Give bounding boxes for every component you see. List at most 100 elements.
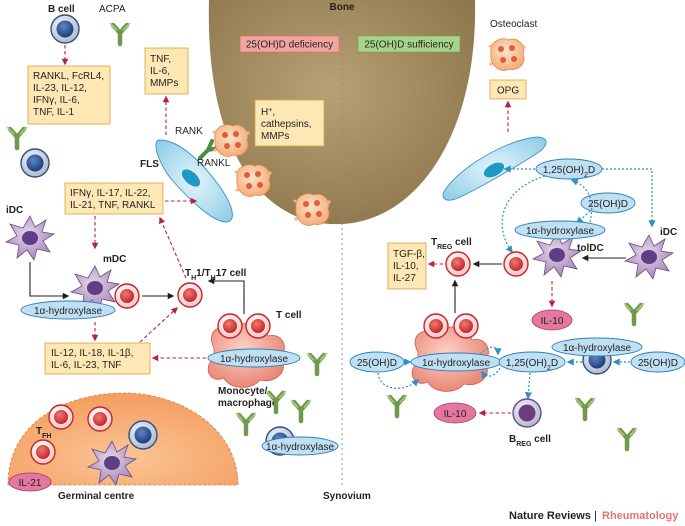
vitd-125-bottom-label: 1,25(OH)2D (506, 358, 558, 372)
arrow-125-to-breg (524, 372, 533, 400)
antibody-left-4 (292, 401, 311, 422)
arrow-125-to-macro (481, 367, 501, 379)
fls-products-text: TNF, IL-6, MMPs (150, 54, 178, 89)
macro-left-tcell-1 (217, 313, 243, 339)
th1-th17-label: TH1/TH17 cell (185, 268, 246, 282)
vitd-25-left (349, 351, 405, 373)
arrow-vitd-to-idc (602, 168, 656, 228)
il21-ellipse (8, 472, 52, 492)
antibody-right-2 (388, 396, 407, 417)
toldc-cell (532, 232, 582, 278)
treg-label: TREG cell (431, 237, 472, 251)
b-cell-cytokines-text: RANKL, FcRL4, IL-23, IL-12, IFNγ, IL-6, … (33, 71, 107, 118)
t-cell-label: T cell (276, 310, 302, 321)
bottom-hydroxylase-label: 1α-hydroxylase (266, 442, 334, 453)
arrow-idc-to-mdc (29, 262, 70, 300)
breg-label: BREG cell (509, 434, 551, 448)
tfh-label: TFH (36, 426, 51, 440)
antibody-right-4 (618, 429, 637, 450)
acpa-label: ACPA (99, 4, 126, 15)
treg-products-text: TGF-β, IL-10, IL-27 (393, 249, 428, 284)
arrow-hydroxylase-25-loop (377, 372, 420, 389)
osteoclast-products-box (254, 99, 325, 147)
vitd-25-top (580, 192, 636, 214)
macro-left-hydroxylase-label: 1α-hydroxylase (220, 354, 288, 365)
vitd-25-right-label: 25(OH)D (638, 358, 678, 369)
arrow-vitd-to-treg (501, 175, 546, 254)
th1-th17-cell (177, 282, 203, 308)
breg-cell (512, 398, 542, 428)
macro-left-hydroxylase (207, 348, 301, 368)
idc-right-label: iDC (660, 227, 677, 238)
fls-products-box (144, 47, 189, 95)
t-cell-cytokines-box (64, 182, 164, 215)
vitd-125-top-label: 1,25(OH)2D (543, 165, 595, 179)
osteoclast-1 (212, 124, 251, 157)
synovium-label: Synovium (323, 491, 371, 502)
b-cell-top (50, 14, 80, 44)
gc-b-cell (128, 420, 158, 450)
arrow-macro-to-th (207, 277, 245, 314)
macro-right-hydroxylase-label: 1α-hydroxylase (422, 358, 490, 369)
osteoclast-products-text: H+, cathepsins, MMPs (261, 107, 314, 143)
mdc-t-cell (114, 283, 140, 309)
vitd-25-right (630, 351, 685, 373)
deficiency-banner (239, 35, 340, 53)
idc-left-label: iDC (6, 205, 23, 216)
vitd-25-left-label: 25(OH)D (357, 358, 397, 369)
mdc-hydroxylase-label: 1α-hydroxylase (34, 306, 102, 317)
gc-tcell-3 (30, 439, 56, 465)
idc-left-cell (5, 215, 55, 261)
fls-right-nucleus (483, 162, 505, 178)
antibody-left (8, 128, 27, 149)
gc-tcell-1 (48, 404, 74, 430)
arrow-th-to-cytokines (159, 216, 187, 279)
monocyte-macrophage-label: Monocyte/ macrophage (218, 386, 278, 409)
idc-right-cell (624, 234, 674, 280)
antibody-left-5 (237, 414, 256, 435)
antibody-right-3 (576, 399, 595, 420)
il10-breg-ellipse (433, 402, 477, 424)
osteoclast-3 (293, 193, 332, 226)
antibody-left-2 (308, 354, 327, 375)
arrow-cytokines-to-th (139, 307, 178, 343)
macro-right-tcell-2 (453, 313, 479, 339)
macrophage-cytokines-text: IL-12, IL-18, IL-1β, IL-6, IL-23, TNF (51, 348, 136, 371)
vitd-25-top-label: 25(OH)D (588, 199, 628, 210)
toldc-label: tolDC (577, 243, 604, 254)
rankl-label: RANKL (197, 158, 231, 169)
rank-label: RANK (175, 126, 203, 137)
gc-tcell-2 (87, 406, 113, 432)
opg-box (489, 79, 527, 100)
mdc-hydroxylase (20, 300, 116, 320)
arrow-hydroxylase-to-vitd (570, 178, 593, 223)
toldc-hydroxylase-label: 1α-hydroxylase (526, 226, 594, 237)
bottom-hydroxylase (261, 436, 339, 456)
fls-label: FLS (140, 159, 159, 170)
footer-journal: Nature Reviews (509, 510, 591, 522)
vitd-125-bottom (498, 351, 566, 373)
antibody-right-1 (625, 304, 644, 325)
toldc-hydroxylase (514, 220, 606, 240)
bone-shape (208, 0, 476, 225)
mdc-label: mDC (103, 254, 126, 265)
bcell-hydroxylase (551, 337, 643, 357)
macro-right-tcell-1 (423, 313, 449, 339)
t-cell-cytokines-text: IFNγ, IL-17, IL-22, IL-21, TNF, RANKL (70, 188, 156, 211)
footer-section: Rheumatology (602, 510, 679, 522)
il10-right-ellipse (531, 309, 573, 331)
il10-breg-label: IL-10 (444, 409, 467, 420)
osteoclast-label: Osteoclast (490, 19, 537, 30)
sufficiency-label: 25(OH)D sufficiency (364, 40, 453, 51)
fls-nucleus (181, 169, 201, 187)
il21-label: IL-21 (19, 478, 42, 489)
acpa-antibody-top (111, 24, 130, 45)
treg-cell (445, 251, 471, 277)
macro-left-tcell-2 (245, 313, 271, 339)
il10-right-label: IL-10 (541, 316, 564, 327)
arrow-25-to-hydroxylase (575, 210, 591, 224)
b-cell-left (20, 148, 50, 178)
b-cell-label: B cell (48, 4, 75, 15)
treg-products-box (387, 242, 427, 290)
